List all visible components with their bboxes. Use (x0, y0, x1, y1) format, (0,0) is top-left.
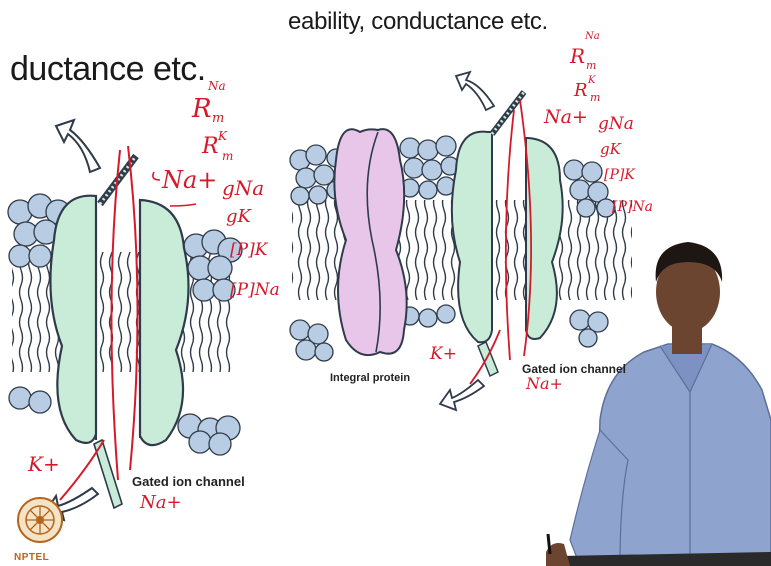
ink-r-k-sup-right: K (588, 76, 595, 86)
nptel-logo (18, 498, 62, 542)
ink-r-k-left: R (202, 136, 219, 158)
ink-g-k-left: gK (226, 208, 251, 226)
influx-arrow-right (440, 380, 484, 410)
ink-r-k-sub-right: m (590, 92, 600, 103)
pen-icon (548, 534, 550, 554)
ink-k-plus-left: K+ (28, 454, 60, 474)
ink-r-k-right: R (574, 82, 588, 100)
gated-channel-right-half-left (140, 200, 189, 445)
ink-r-na-left: R (192, 96, 212, 122)
ink-r-k-sub-left: m (222, 150, 233, 162)
efflux-arrow-left (56, 120, 100, 172)
channel-stalk-right (478, 342, 498, 376)
ink-p-k-left: [P]K (230, 242, 267, 259)
ink-g-k-right: gK (600, 142, 621, 157)
ink-r-na-sub-right: m (586, 60, 596, 71)
ink-g-na-left: gNa (222, 178, 264, 198)
ink-k-plus-right: K+ (430, 346, 457, 363)
ink-p-na-left: [P]Na (230, 282, 280, 299)
ink-g-na-right: gNa (598, 116, 634, 133)
gated-channel-left-half-left (50, 196, 96, 443)
ink-na-plus-bottom-right: Na+ (526, 376, 563, 392)
ink-r-k-sup-left: K (218, 130, 227, 142)
slide-heading-left: ductance etc. (10, 50, 206, 89)
ink-r-na-sup-right: Na (585, 32, 600, 42)
slide-heading-right: eability, conductance etc. (288, 8, 548, 36)
ink-r-na-right: R (570, 46, 585, 66)
ink-r-na-sub-left: m (212, 112, 224, 125)
caption-integral-protein: Integral protein (330, 372, 410, 384)
ink-p-k-right: [P]K (604, 168, 635, 182)
presenter-arm (570, 430, 628, 566)
ink-p-na-right: [P]Na (612, 200, 653, 214)
gated-channel-left-half-right (452, 132, 492, 343)
ink-na-plus-left: Na+ (162, 168, 217, 192)
lipid-heads-bottom-left (9, 387, 240, 455)
ink-r-na-sup-left: Na (208, 80, 226, 92)
nptel-logo-text: NPTEL (14, 552, 49, 563)
caption-gated-channel-left: Gated ion channel (132, 474, 245, 489)
ink-na-plus-right: Na+ (544, 108, 588, 127)
integral-protein-shape (334, 129, 406, 355)
ink-na-plus-bottom-left: Na+ (140, 494, 182, 512)
efflux-arrow-right (456, 72, 494, 110)
